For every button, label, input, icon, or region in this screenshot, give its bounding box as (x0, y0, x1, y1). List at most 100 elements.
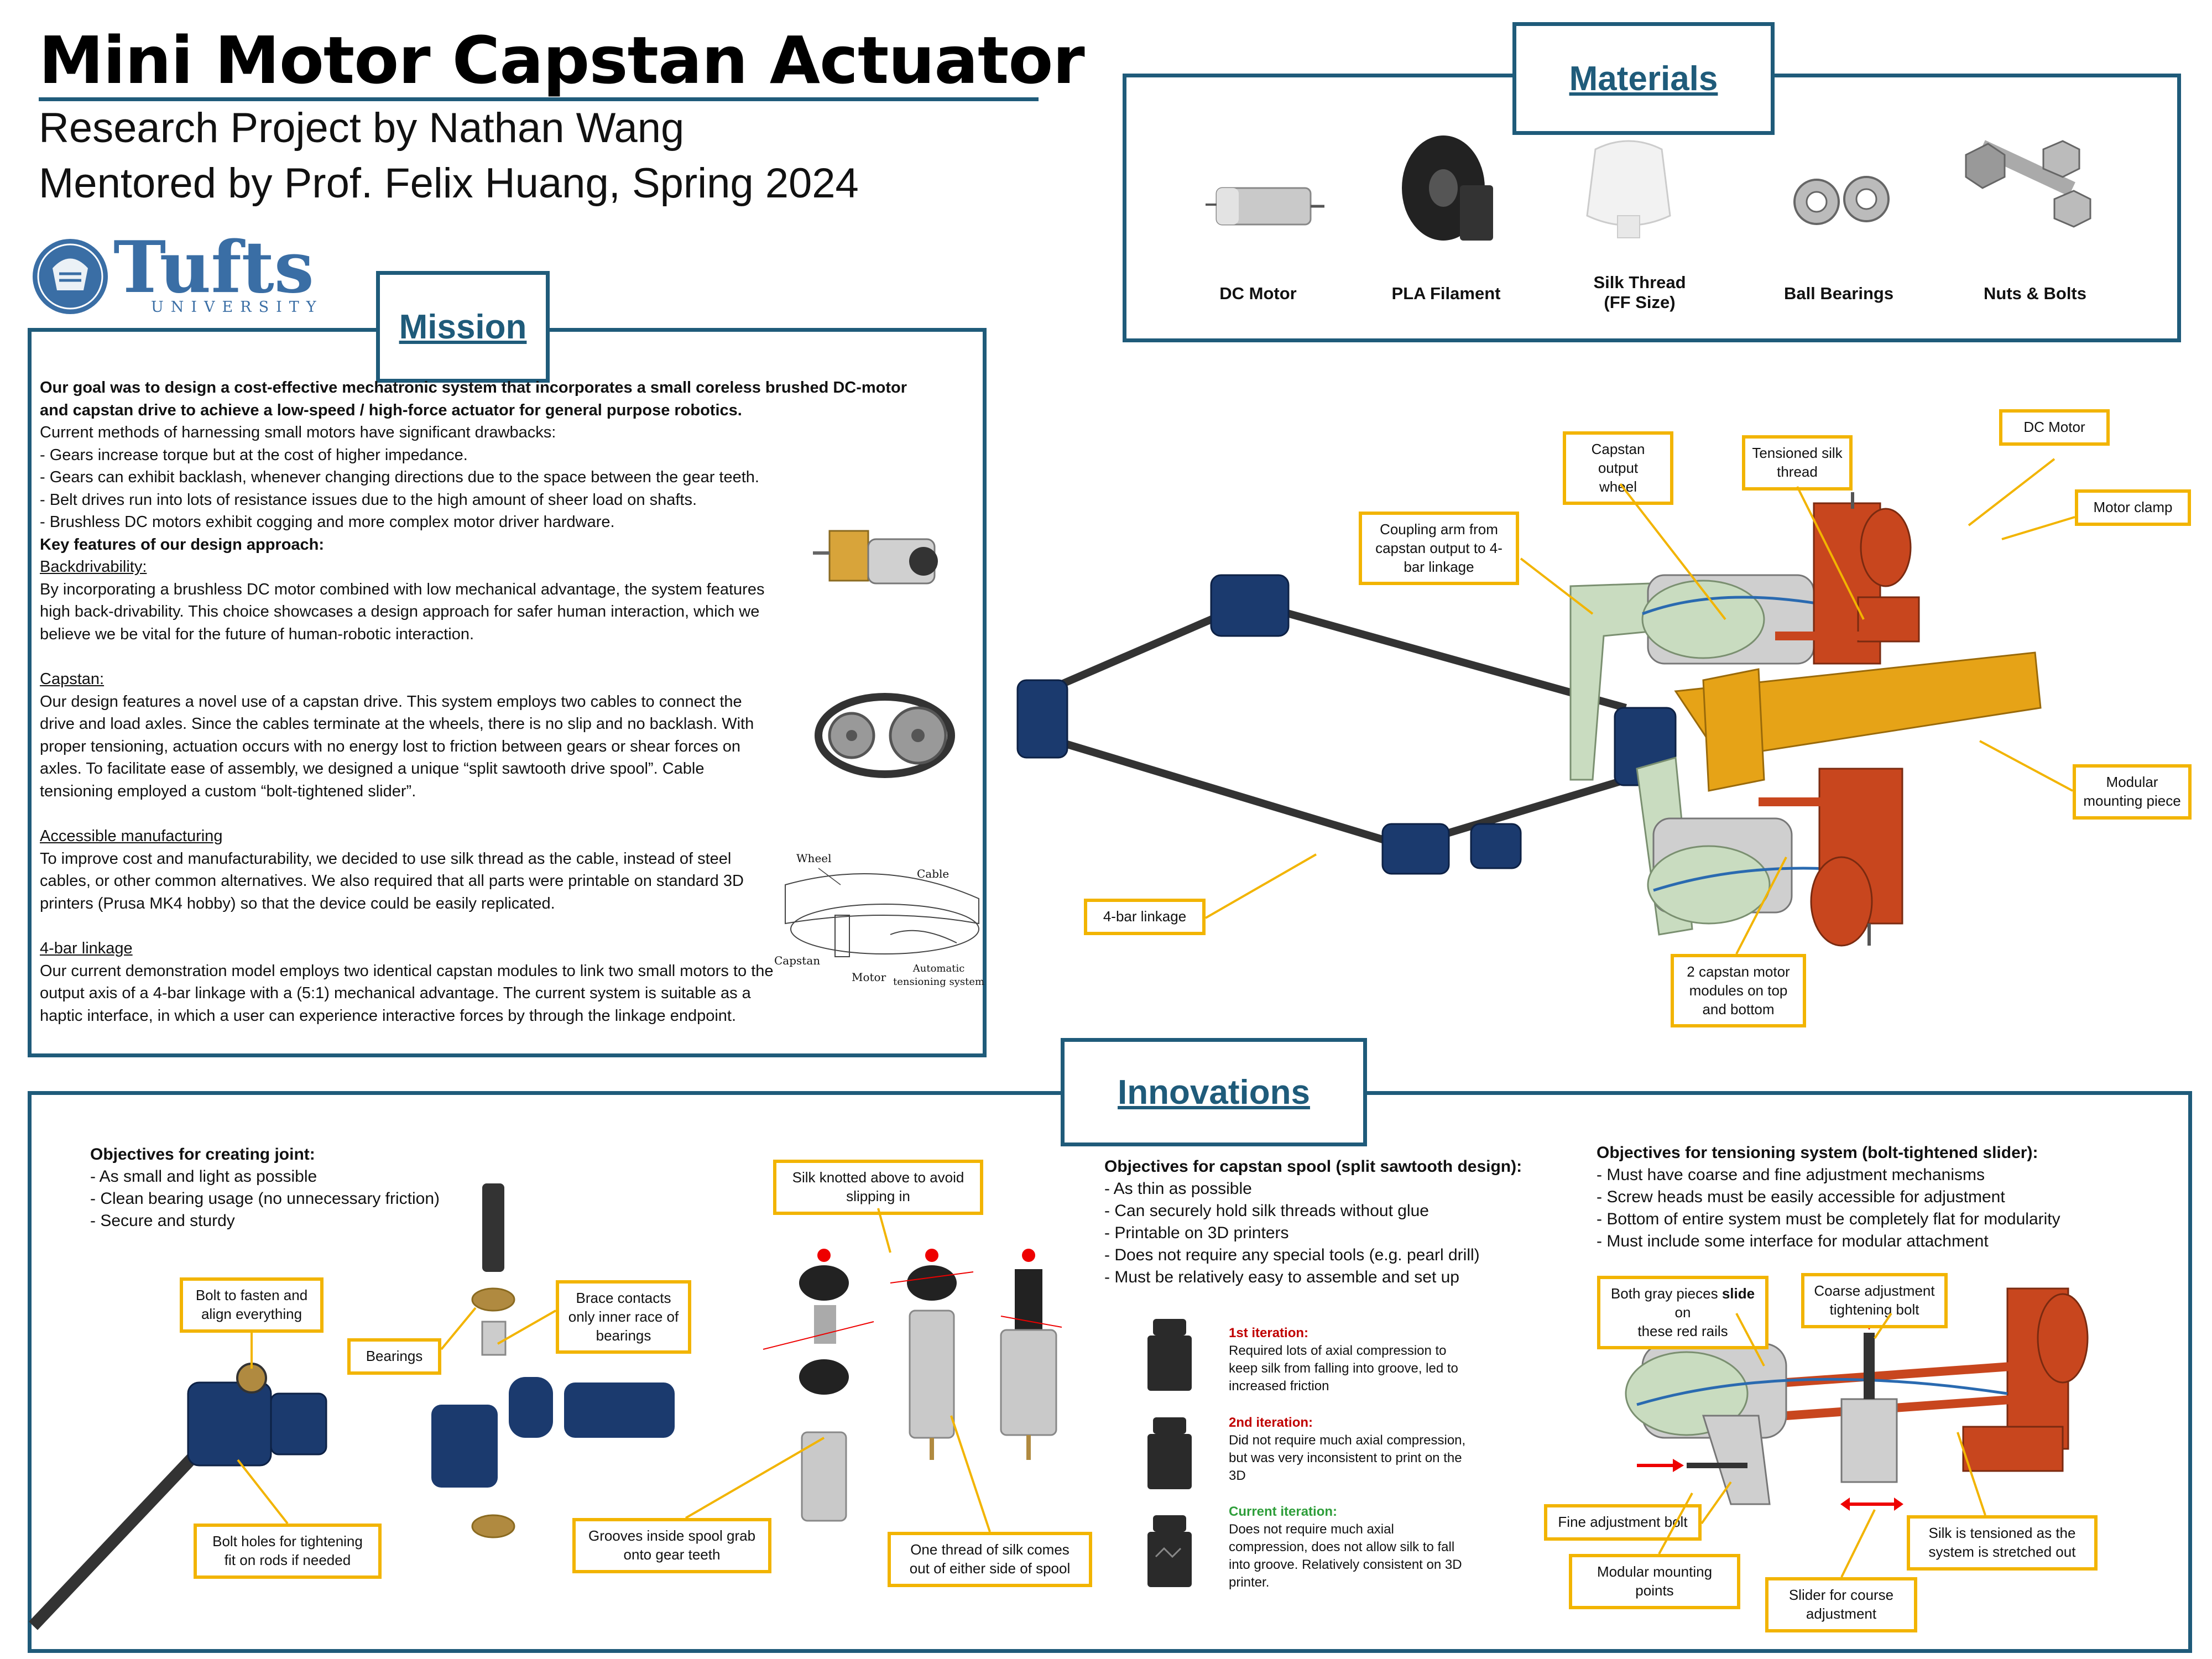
callout-fine-bolt: Fine adjustment bolt (1544, 1504, 1702, 1541)
mission-text: Our goal was to design a cost-effective … (40, 377, 914, 556)
spool-objective: As thin as possible (1104, 1178, 1613, 1200)
diagram-label-auto: Automatic tensioning system (893, 963, 985, 988)
iteration-body: Did not require much axial compression, … (1229, 1433, 1466, 1483)
joint-objective: As small and light as possible (90, 1166, 477, 1188)
tension-objective: Must include some interface for modular … (1597, 1230, 2177, 1253)
capstan-diagram-icon (785, 868, 979, 957)
nuts-bolts-icon (1965, 140, 2091, 228)
callout-slider: Slider for course adjustment (1765, 1577, 1917, 1632)
callout-modular-piece: Modular mounting piece (2073, 764, 2192, 820)
logo-university: UNIVERSITY (151, 299, 324, 316)
innovations-heading: Innovations (1118, 1073, 1310, 1112)
callout-text: Both gray pieces (1610, 1285, 1722, 1302)
joint-objective: Clean bearing usage (no unnecessary fric… (90, 1188, 477, 1210)
callout-one-thread: One thread of silk comes out of either s… (888, 1532, 1092, 1587)
spool-heading: Objectives for capstan spool (split sawt… (1104, 1157, 1522, 1176)
tension-objectives: Objectives for tensioning system (bolt-t… (1597, 1142, 2177, 1253)
drawbacks-intro: Current methods of harnessing small moto… (40, 424, 556, 441)
section-title: Accessible manufacturing (40, 827, 223, 845)
gear-motor-icon (813, 530, 938, 585)
spool-objectives: Objectives for capstan spool (split sawt… (1104, 1156, 1613, 1288)
tension-objective: Screw heads must be easily accessible fo… (1597, 1186, 2177, 1208)
materials-heading-box: Materials (1512, 22, 1775, 135)
logo-wordmark: Tufts (113, 226, 314, 309)
spool-objective: Can securely hold silk threads without g… (1104, 1200, 1613, 1222)
callout-slide-rails: Both gray pieces slide on these red rail… (1597, 1276, 1768, 1350)
iteration-body: Does not require much axial compression,… (1229, 1522, 1462, 1590)
subtitle-mentor: Mentored by Prof. Felix Huang, Spring 20… (39, 160, 859, 207)
callout-two-modules: 2 capstan motor modules on top and botto… (1671, 954, 1806, 1028)
callout-grooves: Grooves inside spool grab onto gear teet… (572, 1518, 771, 1573)
section-backdrivability: Backdrivability: By incorporating a brus… (40, 556, 775, 645)
joint-objectives: Objectives for creating joint: As small … (90, 1144, 477, 1232)
iteration-title: 1st iteration: (1229, 1326, 1309, 1340)
section-title: Capstan: (40, 670, 105, 688)
callout-bolt-holes: Bolt holes for tightening fit on rods if… (194, 1524, 382, 1579)
callout-tensioned-silk: Tensioned silk thread (1742, 435, 1853, 491)
materials-heading: Materials (1569, 59, 1718, 98)
callout-text: on these red rails (1637, 1303, 1728, 1339)
silk-thread-icon (1586, 140, 1671, 238)
features-heading: Key features of our design approach: (40, 535, 325, 554)
tension-objective: Must have coarse and fine adjustment mec… (1597, 1164, 2177, 1186)
joint-render (29, 1183, 675, 1630)
diagram-label-wheel: Wheel (796, 852, 832, 865)
callout-motor-clamp: Motor clamp (2075, 489, 2191, 526)
subtitle-author: Research Project by Nathan Wang (39, 105, 685, 152)
diagram-label-cable: Cable (917, 867, 950, 880)
mission-heading-box: Mission (376, 271, 550, 383)
section-title: 4-bar linkage (40, 940, 133, 957)
section-body: Our design features a novel use of a cap… (40, 692, 754, 800)
callout-silk-knotted: Silk knotted above to avoid slipping in (773, 1160, 983, 1215)
iteration-title: 2nd iteration: (1229, 1415, 1313, 1430)
diagram-label-motor: Motor (852, 971, 886, 984)
belt-drive-icon (815, 693, 955, 778)
drawback-item: - Gears increase torque but at the cost … (40, 446, 468, 464)
section-body: Our current demonstration model employs … (40, 962, 774, 1025)
section-capstan: Capstan: Our design features a novel use… (40, 668, 775, 802)
material-label-bearings: Ball Bearings (1783, 284, 1894, 303)
spool-objective: Must be relatively easy to assemble and … (1104, 1266, 1613, 1288)
material-label-silk: Silk Thread (FF Size) (1593, 273, 1686, 312)
tension-heading: Objectives for tensioning system (bolt-t… (1597, 1144, 2038, 1162)
poster-title: Mini Motor Capstan Actuator (39, 22, 1085, 98)
callout-brace-contacts: Brace contacts only inner race of bearin… (556, 1280, 691, 1354)
iteration-body: Required lots of axial compression to ke… (1229, 1343, 1458, 1394)
mission-heading: Mission (399, 307, 527, 346)
drawback-item: - Belt drives run into lots of resistanc… (40, 491, 697, 509)
tufts-logo: Tufts UNIVERSITY (30, 226, 316, 318)
callout-four-bar: 4-bar linkage (1084, 899, 1206, 935)
iteration-spool-icons (1147, 1319, 1192, 1587)
joint-objective: Secure and sturdy (90, 1210, 477, 1232)
innovations-heading-box: Innovations (1061, 1038, 1367, 1146)
iteration-2: 2nd iteration: Did not require much axia… (1229, 1414, 1472, 1491)
callout-modular-points: Modular mounting points (1569, 1554, 1740, 1609)
section-body: By incorporating a brushless DC motor co… (40, 580, 765, 643)
drawback-item: - Brushless DC motors exhibit cogging an… (40, 513, 615, 531)
tension-objective: Bottom of entire system must be complete… (1597, 1208, 2177, 1230)
section-four-bar: 4-bar linkage Our current demonstration … (40, 937, 775, 1027)
joint-heading: Objectives for creating joint: (90, 1145, 315, 1164)
section-manufacturing: Accessible manufacturing To improve cost… (40, 825, 775, 915)
callout-capstan-output: Capstan output wheel (1563, 431, 1673, 505)
callout-emphasis: slide (1721, 1285, 1755, 1302)
ball-bearings-icon (1793, 176, 1890, 225)
callout-dc-motor: DC Motor (1999, 409, 2110, 446)
spool-objective: Printable on 3D printers (1104, 1222, 1613, 1244)
tufts-seal-icon (33, 239, 108, 314)
iteration-1: 1st iteration: Required lots of axial co… (1229, 1324, 1472, 1395)
iteration-title: Current iteration: (1229, 1504, 1338, 1519)
pla-filament-icon (1402, 135, 1493, 241)
tension-render (1625, 1287, 2089, 1511)
callout-bolt-fasten: Bolt to fasten and align everything (180, 1277, 324, 1333)
assembly-render (1016, 492, 2042, 947)
callout-bearings: Bearings (347, 1338, 441, 1375)
dc-motor-icon (1206, 187, 1324, 226)
callout-coupling-arm: Coupling arm from capstan output to 4- b… (1359, 512, 1519, 586)
material-label-nuts-bolts: Nuts & Bolts (1984, 284, 2086, 303)
section-body: To improve cost and manufacturability, w… (40, 849, 744, 912)
drawback-item: - Gears can exhibit backlash, whenever c… (40, 468, 759, 486)
callout-coarse-bolt: Coarse adjustment tightening bolt (1801, 1273, 1948, 1328)
